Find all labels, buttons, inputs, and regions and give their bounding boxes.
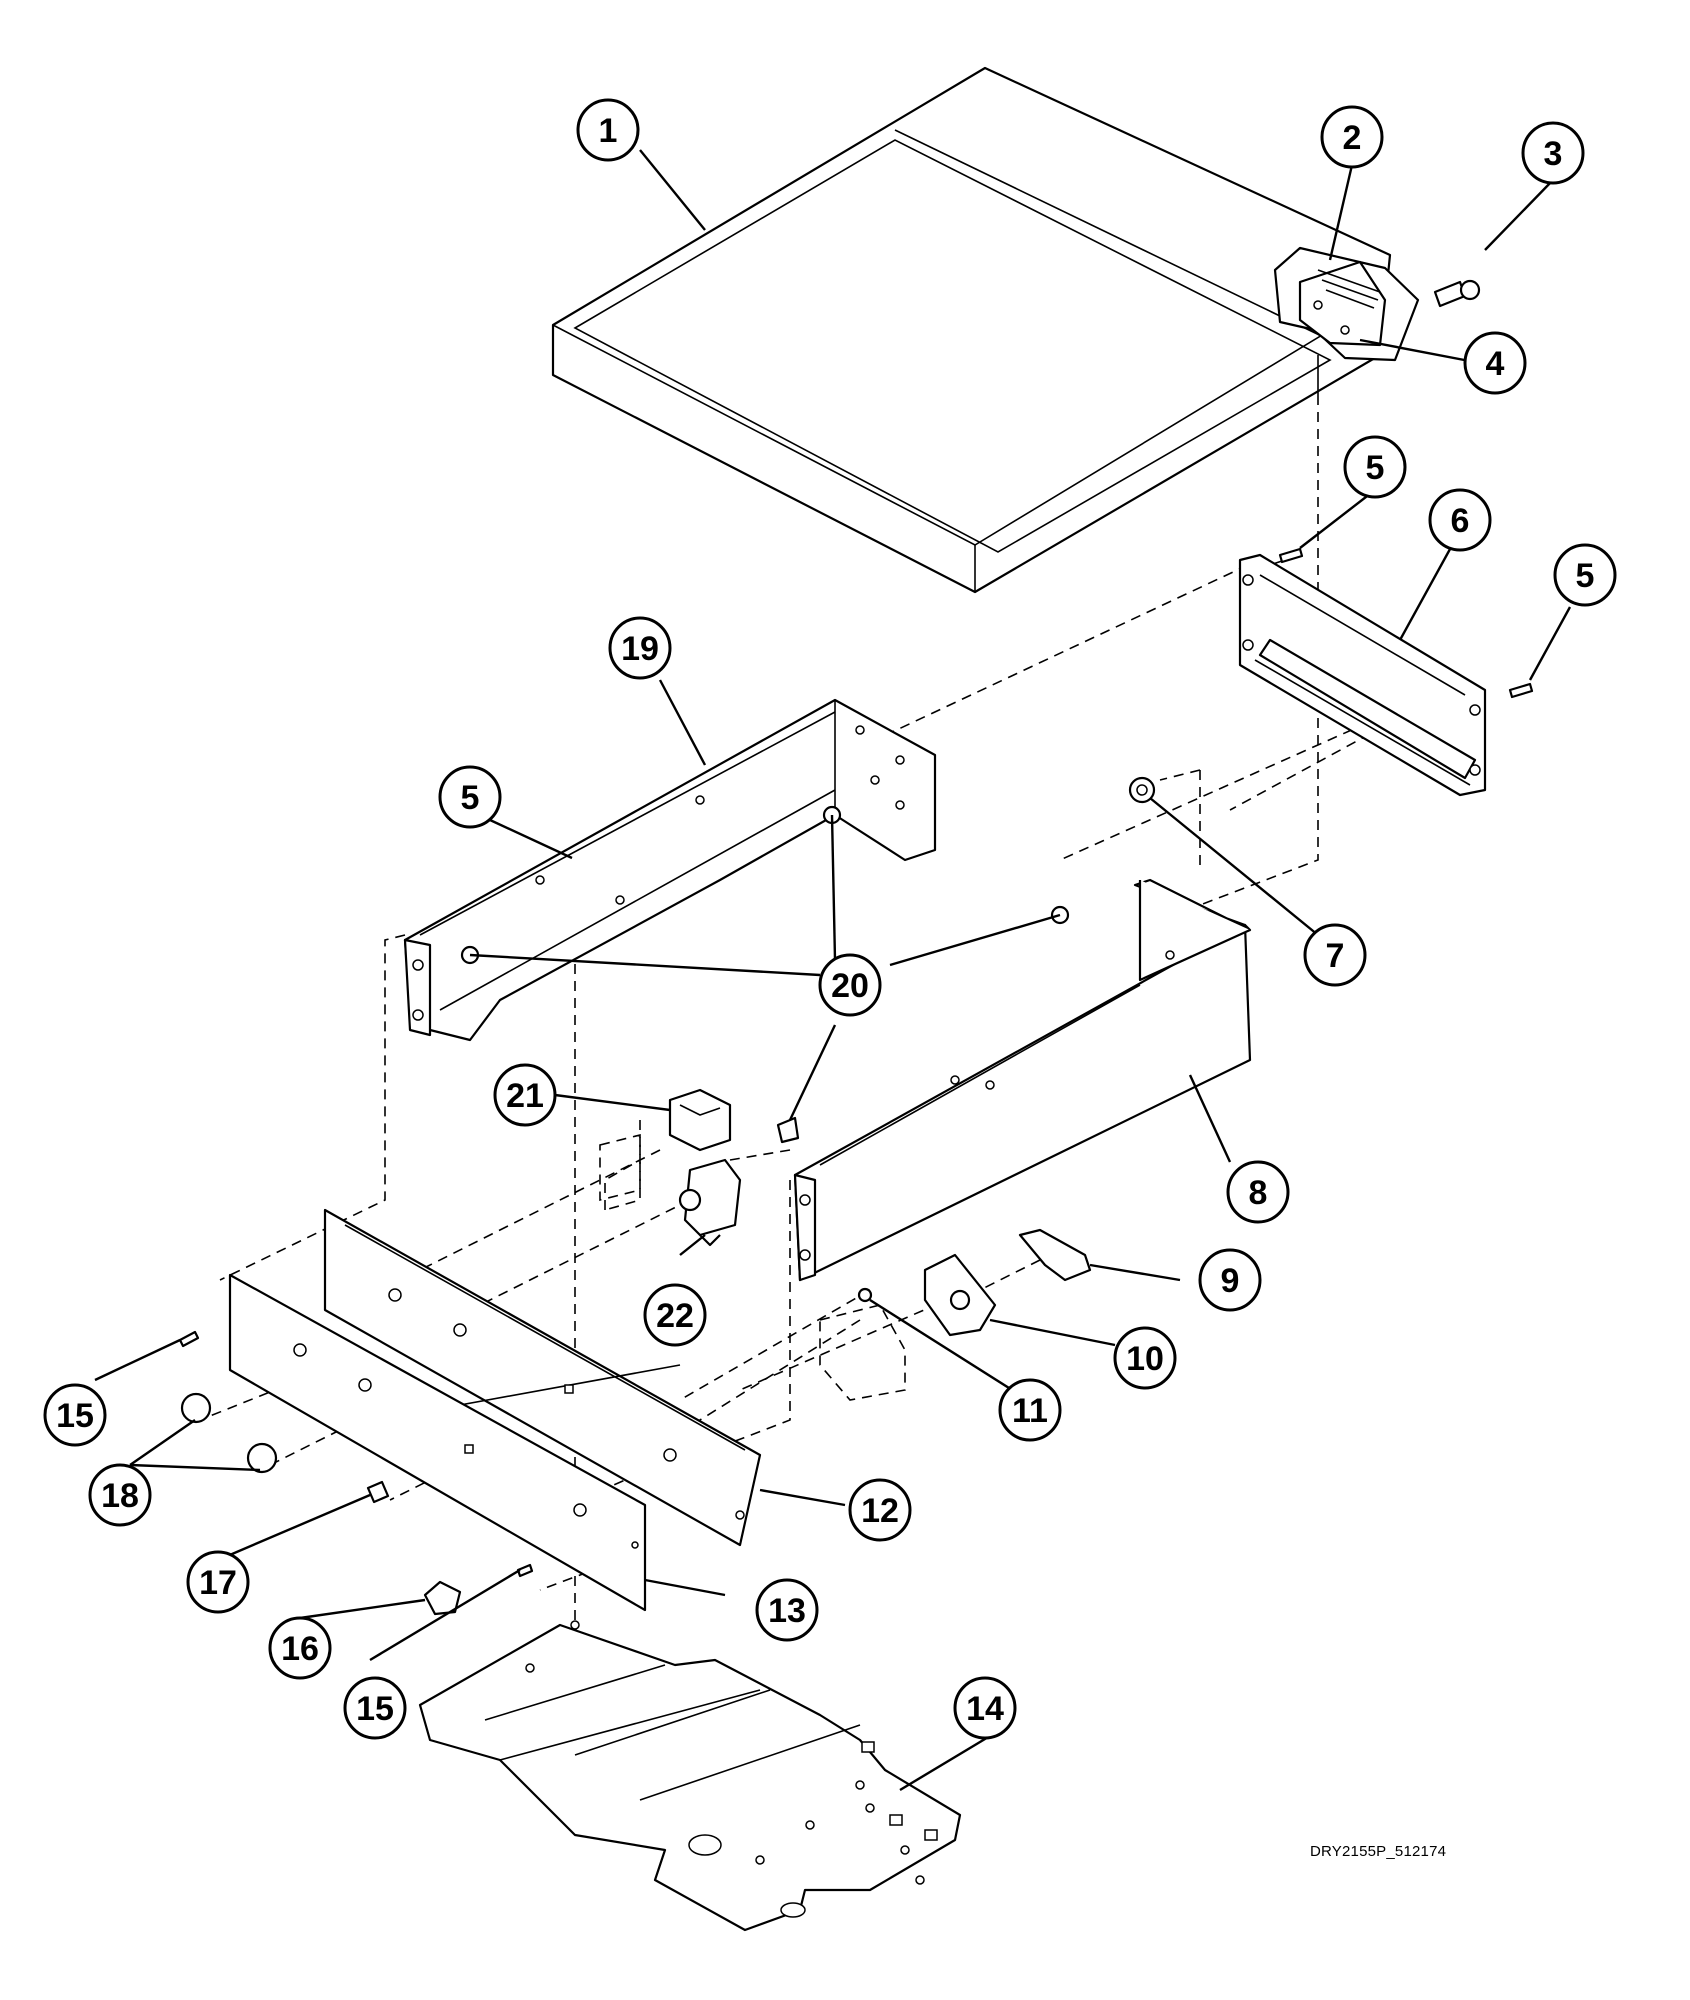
switches [599, 1088, 742, 1247]
hinge-assembly [1273, 246, 1420, 362]
svg-text:10: 10 [1126, 1340, 1164, 1378]
svg-text:5: 5 [1366, 449, 1385, 487]
svg-text:17: 17 [199, 1564, 237, 1602]
right-side-channel [793, 878, 1252, 1282]
callout-15a: 15 [43, 1383, 107, 1447]
callout-10: 10 [1113, 1326, 1177, 1390]
svg-text:14: 14 [966, 1690, 1004, 1728]
svg-text:19: 19 [621, 630, 659, 668]
callout-13: 13 [755, 1578, 819, 1642]
left-side-channel [403, 698, 937, 1042]
callout-21: 21 [493, 1063, 557, 1127]
callout-6: 6 [1428, 488, 1492, 552]
callout-17: 17 [186, 1550, 250, 1614]
harness-clip [1018, 1228, 1092, 1282]
svg-text:5: 5 [1576, 557, 1595, 595]
callout-2: 2 [1320, 105, 1384, 169]
callout-5b: 5 [1553, 543, 1617, 607]
svg-text:15: 15 [56, 1397, 94, 1435]
top-lid [551, 66, 1392, 594]
svg-text:6: 6 [1451, 502, 1470, 540]
callout-5a: 5 [1343, 435, 1407, 499]
callout-5c: 5 [438, 765, 502, 829]
callout-15b: 15 [343, 1676, 407, 1740]
callout-7: 7 [1303, 923, 1367, 987]
callout-19: 19 [608, 616, 672, 680]
callout-11: 11 [998, 1378, 1062, 1442]
callouts: 1 2 3 4 5 5 5 6 [43, 98, 1617, 1740]
svg-text:13: 13 [768, 1592, 806, 1630]
svg-text:16: 16 [281, 1630, 319, 1668]
callout-8: 8 [1226, 1160, 1290, 1224]
svg-text:21: 21 [506, 1077, 544, 1115]
leader-lines [94, 149, 1572, 1792]
svg-text:22: 22 [656, 1297, 694, 1335]
svg-text:3: 3 [1544, 135, 1563, 173]
base-plate [418, 1620, 962, 1932]
svg-text:11: 11 [1012, 1392, 1048, 1430]
callout-3: 3 [1521, 121, 1585, 185]
drawing-id-label: DRY2155P_512174 [1310, 1843, 1447, 1860]
timer-motor [923, 1253, 997, 1337]
svg-text:9: 9 [1221, 1262, 1240, 1300]
svg-text:15: 15 [356, 1690, 394, 1728]
callout-20: 20 [818, 953, 882, 1017]
svg-text:20: 20 [831, 967, 869, 1005]
svg-text:1: 1 [599, 112, 618, 150]
callout-22: 22 [643, 1283, 707, 1347]
svg-text:8: 8 [1249, 1174, 1268, 1212]
callout-12: 12 [848, 1478, 912, 1542]
callout-14: 14 [953, 1676, 1017, 1740]
callout-1: 1 [576, 98, 640, 162]
callout-9: 9 [1198, 1248, 1262, 1312]
callout-4: 4 [1463, 331, 1527, 395]
callout-16: 16 [268, 1616, 332, 1680]
nut [1128, 776, 1156, 804]
svg-text:18: 18 [101, 1477, 139, 1515]
svg-text:12: 12 [861, 1492, 899, 1530]
svg-text:4: 4 [1486, 345, 1505, 383]
screw-bracket [819, 1287, 906, 1401]
callout-18: 18 [88, 1463, 152, 1527]
hinge-screw [1433, 279, 1481, 308]
small-front-parts [178, 1330, 534, 1616]
svg-text:7: 7 [1326, 937, 1345, 975]
rear-rail [1238, 553, 1487, 797]
svg-text:2: 2 [1343, 119, 1362, 157]
front-overlay-panel [228, 1273, 647, 1612]
svg-text:5: 5 [461, 779, 480, 817]
